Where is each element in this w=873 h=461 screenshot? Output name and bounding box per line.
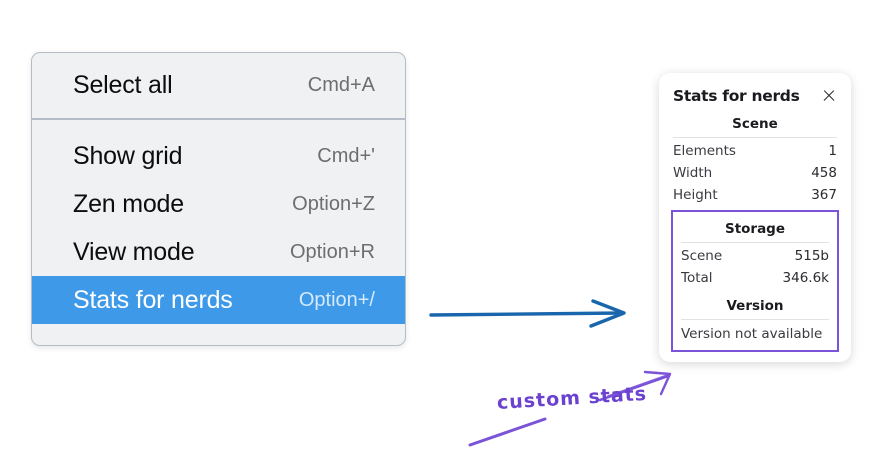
menu-bottom-padding (32, 324, 405, 345)
menu-item-zen-mode[interactable]: Zen mode Option+Z (32, 180, 405, 228)
stat-label: Height (673, 187, 718, 203)
menu-item-shortcut: Option+/ (298, 288, 375, 311)
menu-item-label: Stats for nerds (73, 285, 233, 314)
menu-item-shortcut: Cmd+A (307, 73, 375, 96)
menu-item-label: Select all (73, 70, 173, 99)
menu-item-shortcut: Option+R (289, 240, 375, 263)
menu-item-label: Zen mode (73, 189, 184, 218)
stat-label: Total (681, 270, 713, 286)
section-divider (673, 137, 837, 138)
stat-value: 1 (828, 143, 837, 159)
scene-section-heading: Scene (732, 116, 778, 132)
stat-row-elements: Elements 1 (673, 140, 837, 162)
storage-section-heading: Storage (724, 221, 786, 237)
purple-underline-stroke (468, 417, 547, 447)
section-divider (681, 242, 829, 243)
menu-item-label: View mode (73, 237, 195, 266)
stat-value: 458 (811, 165, 837, 181)
custom-stats-highlight-box: Storage Scene 515b Total 346.6k Version … (671, 210, 839, 352)
menu-item-stats-for-nerds[interactable]: Stats for nerds Option+/ (32, 276, 405, 324)
menu-item-shortcut: Option+Z (292, 192, 375, 215)
section-divider (681, 319, 829, 320)
stat-row-height: Height 367 (673, 184, 837, 206)
menu-item-select-all[interactable]: Select all Cmd+A (32, 61, 405, 109)
menu-section-secondary: Show grid Cmd+' Zen mode Option+Z View m… (32, 120, 405, 345)
stats-for-nerds-panel: Stats for nerds Scene Elements 1 Width 4… (659, 73, 851, 362)
stat-row-width: Width 458 (673, 162, 837, 184)
menu-item-shortcut: Cmd+' (317, 144, 375, 167)
blue-arrow (429, 299, 626, 328)
stat-value: 515b (794, 248, 829, 264)
annotation-label-custom-stats: custom stats (496, 382, 648, 414)
stats-panel-body: Scene Elements 1 Width 458 Height 367 St… (659, 107, 851, 352)
close-icon[interactable] (821, 88, 837, 104)
stat-value: 346.6k (782, 270, 829, 286)
stat-label: Elements (673, 143, 736, 159)
version-section-heading: Version (726, 298, 784, 314)
menu-item-label: Show grid (73, 141, 183, 170)
menu-item-show-grid[interactable]: Show grid Cmd+' (32, 132, 405, 180)
stat-row-storage-total: Total 346.6k (681, 267, 829, 289)
stats-panel-header: Stats for nerds (659, 83, 851, 107)
menu-item-view-mode[interactable]: View mode Option+R (32, 228, 405, 276)
stat-row-storage-scene: Scene 515b (681, 245, 829, 267)
stat-label: Scene (681, 248, 723, 264)
stat-value: 367 (811, 187, 837, 203)
stat-label: Width (673, 165, 713, 181)
version-value: Version not available (681, 326, 823, 342)
context-menu[interactable]: Select all Cmd+A Show grid Cmd+' Zen mod… (31, 52, 406, 346)
stats-panel-title: Stats for nerds (673, 87, 800, 105)
menu-divider (32, 118, 405, 120)
menu-section-primary: Select all Cmd+A (32, 53, 405, 118)
